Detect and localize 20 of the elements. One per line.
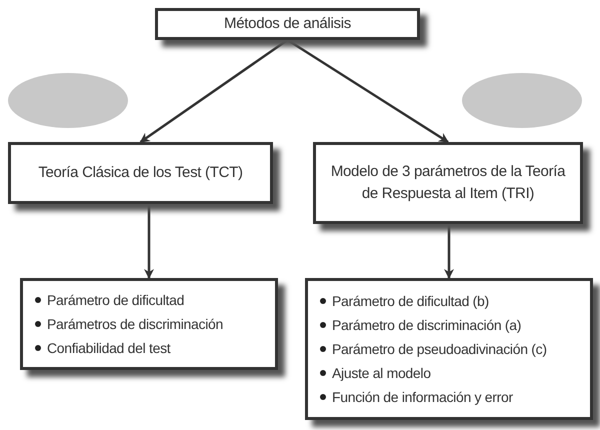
arrow — [144, 204, 154, 279]
list-item: Parámetro de pseudoadivinación (c) — [332, 340, 547, 359]
list-item: Ajuste al modelo — [332, 364, 431, 383]
list-box — [20, 278, 278, 370]
list-item: Parámetro de discriminación (a) — [332, 316, 522, 335]
box-label: Métodos de análisis — [224, 14, 351, 34]
list-item: Confiabilidad del test — [47, 338, 170, 358]
list-item: Parámetros de discriminación — [47, 314, 224, 334]
arrow — [286, 38, 449, 144]
list-item: Parámetro de dificultad — [47, 290, 184, 310]
list-box — [305, 278, 593, 420]
box-label: Teoría Clásica de los Test (TCT) — [38, 163, 243, 183]
arrow — [140, 38, 288, 144]
list-item: Función de información y error — [332, 388, 513, 407]
box-label: Modelo de 3 parámetros de la Teoría de Respuesta al Item (TRI) — [330, 162, 566, 204]
process-box — [313, 142, 583, 224]
title-box — [155, 8, 420, 40]
list-item: Parámetro de dificultad (b) — [332, 292, 489, 311]
process-box — [8, 142, 273, 204]
arrow — [444, 224, 454, 279]
